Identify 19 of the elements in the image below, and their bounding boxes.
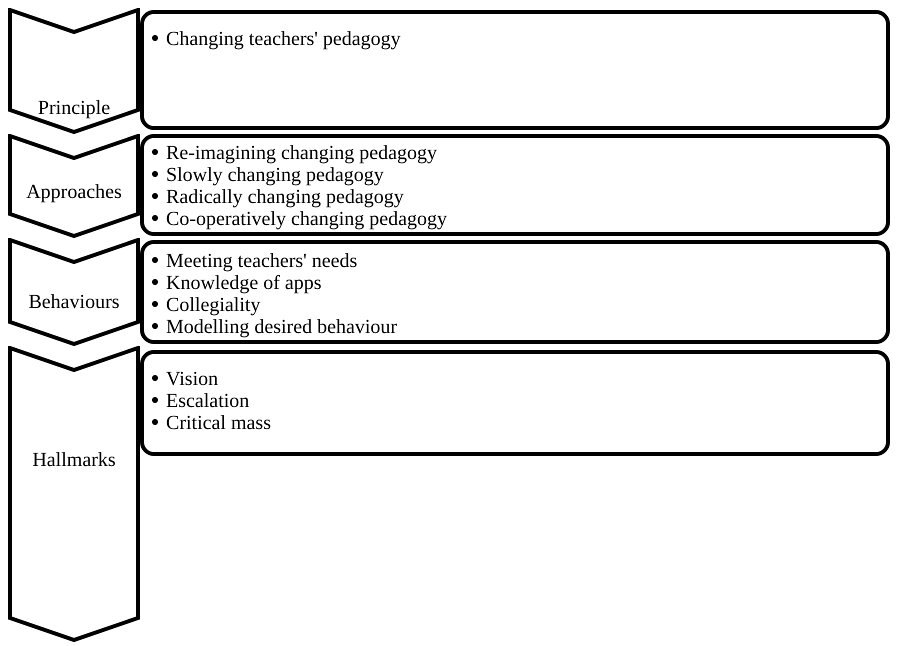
bullet-text: Collegiality (166, 294, 260, 316)
bullet-text: Escalation (166, 390, 250, 412)
bullet-text: Vision (166, 368, 218, 390)
bullet-text: Radically changing pedagogy (166, 186, 404, 208)
chevron-shape (8, 134, 140, 238)
step-label: Approaches (25, 180, 123, 204)
bullet-text: Knowledge of apps (166, 272, 322, 294)
bullet-text: Changing teachers' pedagogy (166, 28, 401, 50)
bullet-text: Meeting teachers' needs (166, 250, 358, 272)
step-label: Hallmarks (31, 448, 117, 472)
bullet-text: Co-operatively changing pedagogy (166, 208, 448, 230)
bullet-text: Critical mass (166, 412, 271, 434)
bullet-text: Modelling desired behaviour (166, 316, 398, 338)
chevron-shape (8, 8, 140, 134)
bullet-text: Slowly changing pedagogy (166, 164, 384, 186)
chevron-shape (8, 238, 140, 346)
bullet-text: Re-imagining changing pedagogy (166, 142, 438, 164)
step-label: Principle (36, 96, 112, 120)
step-label: Behaviours (27, 290, 121, 314)
